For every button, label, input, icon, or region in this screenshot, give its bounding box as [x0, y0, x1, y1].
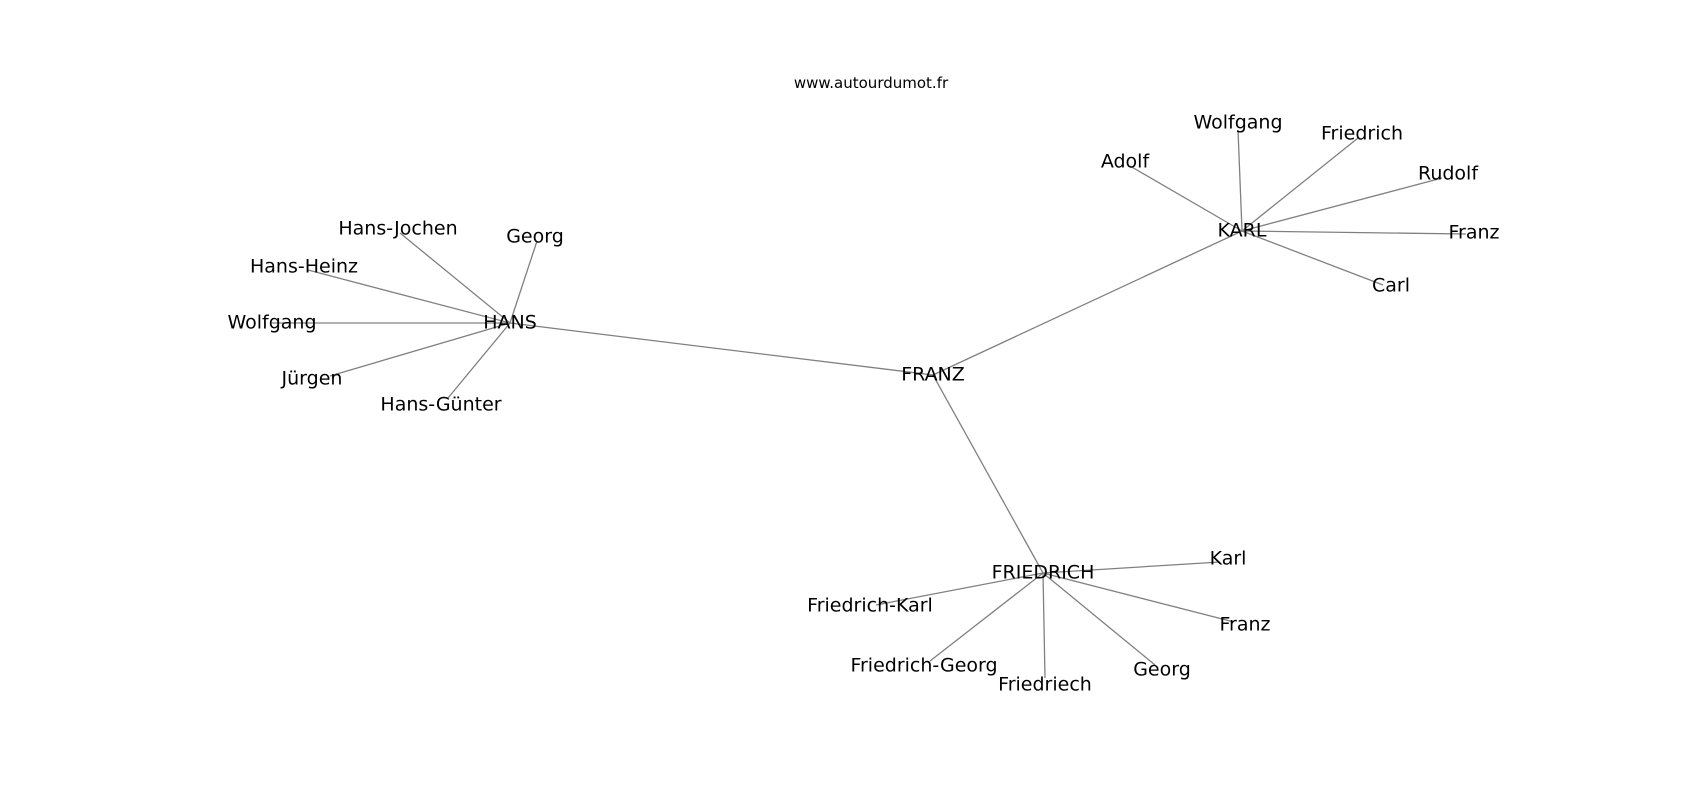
node-karl-wolfgang: Wolfgang [1193, 112, 1282, 134]
node-hans-hans-gunter: Hans-Günter [380, 394, 501, 416]
node-friedrich-franz: Franz [1219, 614, 1270, 636]
edge-karl-friedrich [1241, 137, 1359, 232]
edge-friedrich-karl [1042, 561, 1221, 574]
node-center-franz: FRANZ [901, 364, 965, 386]
node-karl-carl: Carl [1372, 275, 1410, 297]
edge-karl-adolf [1129, 165, 1243, 232]
edge-karl-franz [1241, 230, 1467, 235]
node-hans-jurgen: Jürgen [281, 368, 343, 390]
node-friedrich-friedriech: Friedriech [998, 674, 1092, 696]
node-hans-hans-jochen: Hans-Jochen [338, 218, 457, 240]
edge-hans-jurgen [329, 322, 511, 377]
edge-karl-carl [1241, 230, 1384, 286]
edge-karl-wolfgang [1237, 129, 1243, 232]
node-friedrich-friedrich-karl: Friedrich-Karl [807, 595, 933, 617]
node-hub-friedrich: FRIEDRICH [992, 562, 1095, 584]
source-caption: www.autourdumot.fr [794, 74, 949, 92]
node-hub-hans: HANS [483, 312, 537, 334]
edge-hans-hans-gunter [447, 322, 511, 399]
node-friedrich-karl: Karl [1210, 548, 1247, 570]
node-friedrich-georg: Georg [1133, 659, 1191, 681]
edges-layer [272, 129, 1467, 679]
node-hans-wolfgang: Wolfgang [227, 312, 316, 334]
node-karl-franz: Franz [1448, 222, 1499, 244]
node-friedrich-friedrich-georg: Friedrich-Georg [850, 655, 997, 677]
edge-center-friedrich [932, 374, 1044, 574]
edge-center-karl [932, 230, 1243, 376]
node-karl-rudolf: Rudolf [1418, 163, 1479, 185]
edge-center-hans [509, 322, 934, 376]
edge-hans-georg [509, 240, 538, 324]
node-hans-hans-heinz: Hans-Heinz [250, 256, 358, 278]
edge-friedrich-friedrich-georg [929, 572, 1044, 662]
node-hub-karl: KARL [1218, 220, 1267, 242]
edge-friedrich-friedrich-karl [875, 572, 1044, 606]
edge-hans-hans-jochen [399, 232, 511, 324]
node-hans-georg: Georg [506, 226, 564, 248]
edge-karl-rudolf [1241, 177, 1443, 232]
edge-friedrich-georg [1042, 572, 1156, 666]
node-karl-friedrich: Friedrich [1321, 123, 1403, 145]
edge-hans-hans-heinz [307, 269, 511, 324]
edge-friedrich-franz [1042, 572, 1235, 623]
edge-friedrich-friedriech [1042, 572, 1046, 679]
node-karl-adolf: Adolf [1101, 151, 1151, 173]
